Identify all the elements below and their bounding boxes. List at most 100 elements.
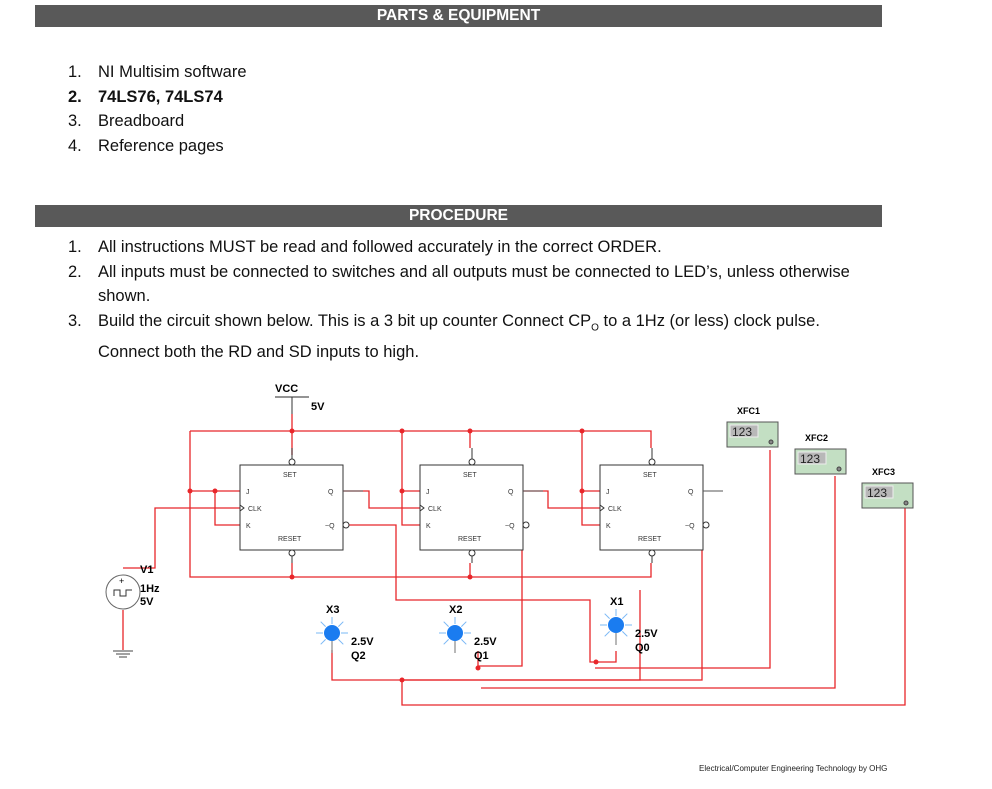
frequency-counter-xfc1: XFC1 123 (726, 406, 779, 448)
qn-bubble (522, 521, 530, 529)
probe-display: 123 (867, 486, 887, 500)
q2-clk3-wire (522, 490, 600, 509)
reset-bubble (288, 549, 296, 557)
parts-list-item: 4.Reference pages (68, 134, 247, 159)
led-light-icon (608, 617, 624, 633)
procedure-step: 1. All instructions MUST be read and foll… (68, 235, 868, 260)
pin-q: Q (328, 489, 334, 496)
item-number: 2. (68, 87, 82, 106)
item-number: 3. (68, 112, 82, 130)
led-voltage: 2.5V (474, 636, 497, 648)
pin-reset: RESET (278, 536, 302, 543)
led-name: X1 (610, 596, 623, 608)
probe-pin (903, 500, 909, 506)
probe-name: XFC1 (737, 406, 760, 416)
probe-display: 123 (732, 425, 752, 439)
item-text: NI Multisim software (98, 63, 247, 81)
step-number: 3. (68, 311, 82, 330)
qn1-wire (343, 524, 617, 663)
k3-wire (581, 431, 600, 526)
svg-text:+: + (119, 576, 124, 586)
pin-k: K (606, 523, 611, 530)
footer-credit: Electrical/Computer Engineering Technolo… (699, 764, 888, 773)
step-text: Build the circuit shown below. This is a… (98, 311, 820, 362)
pin-reset: RESET (458, 536, 482, 543)
xfc2-wire (481, 476, 836, 689)
step-number: 2. (68, 262, 82, 281)
clock-triangle (599, 504, 605, 512)
probe-pin (768, 439, 774, 445)
probe-pin (836, 466, 842, 472)
pin-clk: CLK (248, 506, 262, 513)
wires (122, 414, 906, 706)
frequency-counter-xfc2: XFC2 123 (794, 433, 847, 475)
set-bubble (468, 458, 476, 466)
vcc-value: 5V (311, 401, 325, 413)
flip-flop-body (419, 464, 524, 551)
junction-dots (187, 428, 599, 683)
reset-bubble (468, 549, 476, 557)
parts-list-item: 3. Breadboard (68, 109, 247, 134)
clock-triangle (419, 504, 425, 512)
procedure-step: 3. Build the circuit shown below. This is… (68, 309, 868, 365)
pin-q: Q (508, 489, 514, 496)
probe-name: XFC3 (872, 467, 895, 477)
pin-clk: CLK (428, 506, 442, 513)
pin-k: K (246, 523, 251, 530)
pin-set: SET (283, 472, 297, 479)
pin-j: J (606, 489, 610, 496)
pin-clk: CLK (608, 506, 622, 513)
qn2-wire (477, 525, 523, 667)
parts-list: 1.NI Multisim software 2.74LS76, 74LS74 … (68, 60, 247, 158)
source-frequency: 1Hz (140, 583, 160, 595)
item-number: 1. (68, 63, 82, 81)
clock-triangle (239, 504, 245, 512)
k2-wire (401, 431, 420, 526)
pin-set: SET (463, 472, 477, 479)
step-text: All instructions MUST be read and follow… (98, 238, 662, 256)
led-light-icon (324, 625, 340, 641)
qn-bubble (702, 521, 710, 529)
pin-k: K (426, 523, 431, 530)
led-voltage: 2.5V (635, 628, 658, 640)
parts-list-item: 2.74LS76, 74LS74 (68, 85, 247, 110)
k1-wire (214, 491, 240, 526)
led-label: Q2 (351, 650, 366, 662)
item-text: Reference pages (98, 136, 224, 155)
led-label: Q1 (474, 650, 489, 662)
led-voltage: 2.5V (351, 636, 374, 648)
q2-led-wire (331, 590, 641, 681)
vcc-symbol: VCC 5V (275, 383, 325, 414)
probe-display: 123 (800, 452, 820, 466)
item-text: Breadboard (98, 112, 185, 130)
pin-set: SET (643, 472, 657, 479)
pin-qn: ~Q (685, 523, 695, 530)
clock-wire (123, 507, 240, 569)
pin-qn: ~Q (325, 523, 335, 530)
step-text: All inputs must be connected to switches… (98, 262, 850, 306)
flip-flop-body (239, 464, 344, 551)
led-light-icon (447, 625, 463, 641)
set-bubble (288, 458, 296, 466)
led-name: X2 (449, 604, 462, 616)
vcc-label: VCC (275, 383, 298, 395)
pin-q: Q (688, 489, 694, 496)
step-number: 1. (68, 238, 82, 256)
parts-equipment-header: PARTS & EQUIPMENT (35, 5, 882, 27)
pin-qn: ~Q (505, 523, 515, 530)
ground-icon (113, 650, 133, 658)
pin-j: J (426, 489, 430, 496)
flip-flop-body (599, 464, 704, 551)
source-amplitude: 5V (140, 596, 154, 608)
reset-bubble (648, 549, 656, 557)
procedure-list: 1. All instructions MUST be read and foll… (68, 235, 868, 365)
qn-bubble (342, 521, 350, 529)
source-name: V1 (140, 564, 153, 576)
xfc1-wire (595, 450, 771, 669)
probe-name: XFC2 (805, 433, 828, 443)
